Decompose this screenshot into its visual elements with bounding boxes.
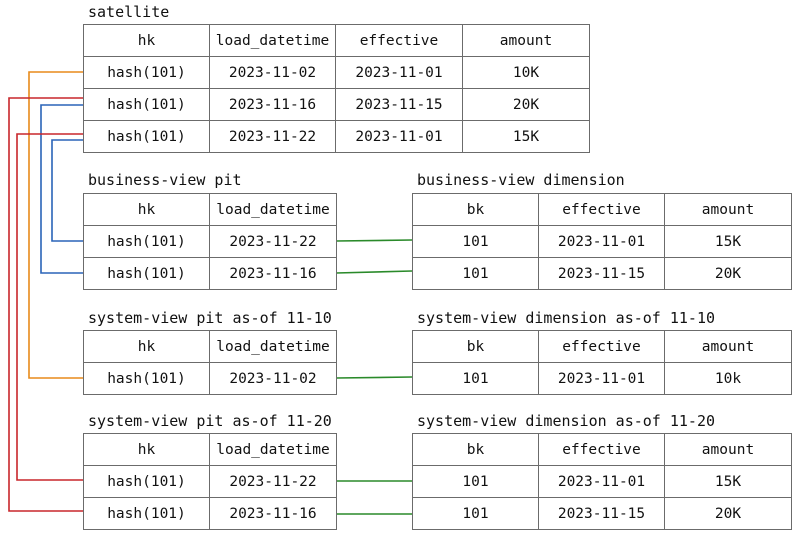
- table-cell: 101: [412, 497, 539, 530]
- header-cell: bk: [412, 193, 539, 226]
- header-cell: effective: [335, 24, 463, 57]
- header-cell: amount: [462, 24, 590, 57]
- table-cell: 101: [412, 362, 539, 395]
- table-row: hash(101) 2023-11-16 2023-11-15 20K: [83, 88, 590, 121]
- green-connector: [335, 376, 413, 379]
- table-cell: 2023-11-15: [538, 497, 665, 530]
- business-dim-title: business-view dimension: [417, 171, 625, 189]
- table-row: hash(101) 2023-11-16: [83, 497, 337, 530]
- blue-connector-outer: [40, 104, 83, 274]
- header-cell: hk: [83, 433, 210, 466]
- table-cell: hash(101): [83, 362, 210, 395]
- satellite-title: satellite: [88, 3, 170, 21]
- table-header-row: bk effective amount: [412, 193, 792, 226]
- table-header-row: hk load_datetime effective amount: [83, 24, 590, 57]
- green-connector: [335, 270, 413, 274]
- table-cell: 101: [412, 465, 539, 498]
- table-row: hash(101) 2023-11-02 2023-11-01 10K: [83, 56, 590, 89]
- table-cell: hash(101): [83, 88, 210, 121]
- business-pit-table: hk load_datetime hash(101) 2023-11-22 ha…: [83, 193, 337, 290]
- table-cell: 15K: [462, 120, 590, 153]
- table-cell: 2023-11-02: [209, 56, 336, 89]
- table-cell: 2023-11-15: [335, 88, 463, 121]
- red-connector-inner: [16, 133, 83, 481]
- sys1120-pit-table: hk load_datetime hash(101) 2023-11-22 ha…: [83, 433, 337, 530]
- red-connector-outer: [8, 97, 83, 512]
- header-cell: bk: [412, 330, 539, 363]
- blue-connector-inner: [51, 139, 83, 242]
- header-cell: effective: [538, 330, 665, 363]
- sys1110-pit-table: hk load_datetime hash(101) 2023-11-02: [83, 330, 337, 395]
- table-cell: 20K: [664, 257, 792, 290]
- table-cell: hash(101): [83, 120, 210, 153]
- header-cell: hk: [83, 193, 210, 226]
- table-cell: 2023-11-22: [209, 120, 336, 153]
- table-cell: 101: [412, 257, 539, 290]
- header-cell: amount: [664, 330, 792, 363]
- table-row: 101 2023-11-15 20K: [412, 257, 792, 290]
- orange-connector: [28, 71, 83, 379]
- table-cell: hash(101): [83, 225, 210, 258]
- header-cell: amount: [664, 433, 792, 466]
- table-header-row: hk load_datetime: [83, 330, 337, 363]
- table-row: 101 2023-11-01 15K: [412, 465, 792, 498]
- table-cell: 15K: [664, 225, 792, 258]
- table-cell: 101: [412, 225, 539, 258]
- sys1120-pit-title: system-view pit as-of 11-20: [88, 412, 332, 430]
- table-cell: hash(101): [83, 497, 210, 530]
- table-cell: 20K: [664, 497, 792, 530]
- satellite-table: hk load_datetime effective amount hash(1…: [83, 24, 590, 153]
- header-cell: bk: [412, 433, 539, 466]
- header-cell: effective: [538, 193, 665, 226]
- table-cell: 2023-11-16: [209, 257, 337, 290]
- table-row: hash(101) 2023-11-22 2023-11-01 15K: [83, 120, 590, 153]
- table-cell: 20K: [462, 88, 590, 121]
- table-row: hash(101) 2023-11-22: [83, 465, 337, 498]
- sys1110-dim-table: bk effective amount 101 2023-11-01 10k: [412, 330, 792, 395]
- table-row: hash(101) 2023-11-22: [83, 225, 337, 258]
- sys1110-dim-title: system-view dimension as-of 11-10: [417, 309, 716, 327]
- table-row: hash(101) 2023-11-16: [83, 257, 337, 290]
- table-cell: 2023-11-02: [209, 362, 337, 395]
- table-cell: hash(101): [83, 465, 210, 498]
- header-cell: load_datetime: [209, 193, 337, 226]
- table-row: 101 2023-11-15 20K: [412, 497, 792, 530]
- table-cell: 2023-11-22: [209, 465, 337, 498]
- table-cell: hash(101): [83, 56, 210, 89]
- table-cell: 10k: [664, 362, 792, 395]
- table-cell: 2023-11-01: [538, 362, 665, 395]
- sys1120-dim-title: system-view dimension as-of 11-20: [417, 412, 716, 430]
- table-cell: 2023-11-01: [538, 465, 665, 498]
- table-cell: 15K: [664, 465, 792, 498]
- header-cell: amount: [664, 193, 792, 226]
- table-cell: 2023-11-15: [538, 257, 665, 290]
- table-header-row: hk load_datetime: [83, 193, 337, 226]
- table-cell: 2023-11-22: [209, 225, 337, 258]
- table-header-row: hk load_datetime: [83, 433, 337, 466]
- business-dim-table: bk effective amount 101 2023-11-01 15K 1…: [412, 193, 792, 290]
- header-cell: load_datetime: [209, 24, 336, 57]
- table-header-row: bk effective amount: [412, 330, 792, 363]
- table-row: hash(101) 2023-11-02: [83, 362, 337, 395]
- table-row: 101 2023-11-01 10k: [412, 362, 792, 395]
- table-cell: 2023-11-01: [335, 120, 463, 153]
- table-cell: hash(101): [83, 257, 210, 290]
- table-cell: 2023-11-16: [209, 88, 336, 121]
- header-cell: hk: [83, 24, 210, 57]
- header-cell: effective: [538, 433, 665, 466]
- table-cell: 2023-11-01: [538, 225, 665, 258]
- header-cell: load_datetime: [209, 330, 337, 363]
- sys1110-pit-title: system-view pit as-of 11-10: [88, 309, 332, 327]
- business-pit-title: business-view pit: [88, 171, 242, 189]
- green-connector: [335, 239, 413, 242]
- table-cell: 2023-11-16: [209, 497, 337, 530]
- table-row: 101 2023-11-01 15K: [412, 225, 792, 258]
- table-header-row: bk effective amount: [412, 433, 792, 466]
- sys1120-dim-table: bk effective amount 101 2023-11-01 15K 1…: [412, 433, 792, 530]
- table-cell: 2023-11-01: [335, 56, 463, 89]
- header-cell: load_datetime: [209, 433, 337, 466]
- table-cell: 10K: [462, 56, 590, 89]
- header-cell: hk: [83, 330, 210, 363]
